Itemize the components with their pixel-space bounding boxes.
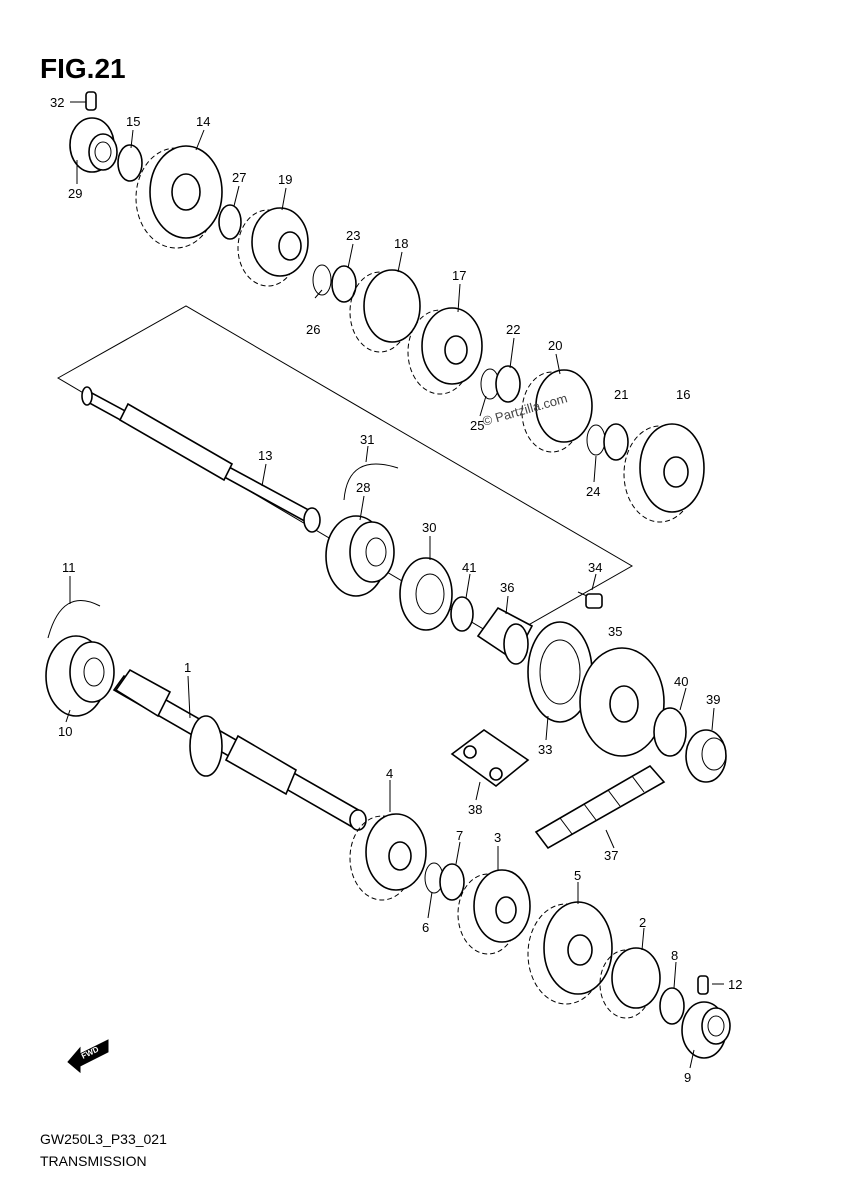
part-washer-23 (331, 265, 357, 303)
callout-5: 5 (574, 868, 581, 883)
part-bearing-9 (681, 1001, 731, 1059)
callout-11: 11 (62, 560, 76, 575)
callout-3: 3 (494, 830, 501, 845)
part-bearing-28 (325, 515, 395, 597)
callout-34: 34 (588, 560, 602, 575)
callout-32: 32 (50, 95, 64, 110)
part-pin-12 (697, 975, 709, 995)
callout-38: 38 (468, 802, 482, 817)
part-bearing-29 (69, 117, 118, 173)
part-nut-39 (685, 729, 727, 783)
part-washer-27 (218, 204, 242, 240)
callout-25: 25 (470, 418, 484, 433)
part-sprocket-35 (579, 647, 665, 757)
part-circlip-11 (47, 599, 101, 639)
callout-39: 39 (706, 692, 720, 707)
part-gear-20 (521, 369, 593, 453)
part-washer-40 (653, 707, 687, 757)
callout-27: 27 (232, 170, 246, 185)
callout-2: 2 (639, 915, 646, 930)
callout-1: 1 (184, 660, 191, 675)
part-gear-18 (349, 269, 421, 353)
callout-20: 20 (548, 338, 562, 353)
callout-33: 33 (538, 742, 552, 757)
callout-9: 9 (684, 1070, 691, 1085)
callout-6: 6 (422, 920, 429, 935)
callout-28: 28 (356, 480, 370, 495)
part-washer-15 (117, 144, 143, 182)
part-spacer-36 (476, 606, 534, 665)
part-gear-16 (623, 423, 705, 523)
part-washer-8 (659, 987, 685, 1025)
callout-19: 19 (278, 172, 292, 187)
footer-code: GW250L3_P33_021 (40, 1131, 167, 1147)
callout-24: 24 (586, 484, 600, 499)
part-circlip-24 (586, 424, 606, 456)
callout-18: 18 (394, 236, 408, 251)
part-master-link-38 (450, 729, 530, 788)
callout-37: 37 (604, 848, 618, 863)
callout-8: 8 (671, 948, 678, 963)
part-washer-22 (495, 365, 521, 403)
part-gear-5 (527, 901, 613, 1005)
callout-14: 14 (196, 114, 210, 129)
callout-23: 23 (346, 228, 360, 243)
callout-35: 35 (608, 624, 622, 639)
forward-arrow-icon: FWD (67, 1039, 109, 1074)
part-gear-2 (599, 947, 661, 1019)
part-main-shaft-1 (112, 668, 367, 831)
part-gear-17 (407, 307, 483, 395)
callout-21: 21 (614, 387, 628, 402)
part-gear-19 (237, 207, 309, 287)
callout-15: 15 (126, 114, 140, 129)
callout-labels: 1 2 3 4 5 6 7 8 9 10 11 12 13 14 15 16 1… (50, 95, 742, 1085)
callout-31: 31 (360, 432, 374, 447)
callout-36: 36 (500, 580, 514, 595)
callout-40: 40 (674, 674, 688, 689)
callout-4: 4 (386, 766, 393, 781)
part-washer-21 (603, 423, 629, 461)
part-washer-7 (439, 863, 465, 901)
part-circlip-31 (343, 463, 399, 501)
part-pin-32 (85, 91, 97, 111)
callout-30: 30 (422, 520, 436, 535)
leader-lines (65, 101, 724, 1069)
part-gear-4 (349, 813, 427, 901)
callout-26: 26 (306, 322, 320, 337)
callout-13: 13 (258, 448, 272, 463)
part-gear-14 (135, 145, 223, 249)
callout-16: 16 (676, 387, 690, 402)
part-bearing-10 (45, 635, 115, 717)
callout-41: 41 (462, 560, 476, 575)
footer-name: TRANSMISSION (40, 1153, 147, 1169)
callout-22: 22 (506, 322, 520, 337)
part-countershaft-13 (81, 386, 321, 533)
part-seal-30 (399, 557, 453, 631)
part-oring-41 (450, 596, 474, 632)
callout-12: 12 (728, 977, 742, 992)
callout-10: 10 (58, 724, 72, 739)
part-circlip-26 (312, 264, 332, 296)
part-gear-3 (457, 869, 531, 955)
callout-17: 17 (452, 268, 466, 283)
part-bolt-34 (577, 591, 603, 609)
callout-7: 7 (456, 828, 463, 843)
part-chain-37 (534, 764, 666, 850)
callout-29: 29 (68, 186, 82, 201)
figure-title: FIG.21 (40, 53, 126, 84)
